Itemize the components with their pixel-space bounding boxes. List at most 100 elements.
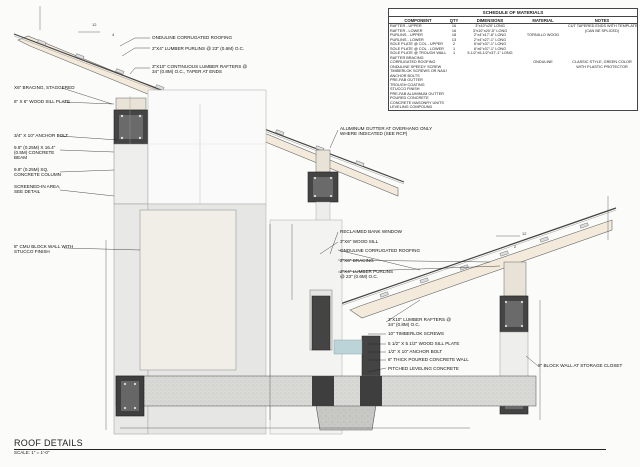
schedule-cell: 3"x10"x20' LONG (475, 24, 505, 29)
schedule-row: SOLE PLATE @ TROUGH WALL 1 5-1/2"x5-1/2"x3… (389, 51, 637, 56)
schedule-header-cell: QTY (447, 17, 461, 24)
schedule-cell: POURED CONCRETE (390, 96, 429, 101)
schedule-cell: PURLINS - LOWER (390, 37, 424, 42)
schedule-cell: STUCCO FINISH (390, 87, 420, 92)
label-screened-area: SCREENED-IN AREA, SEE DETAIL (14, 184, 61, 195)
label-gutter: ALUMINUM GUTTER AT OVERHANG ONLY WHERE I… (340, 126, 433, 137)
schedule-of-materials: SCHEDULE OF MATERIALS COMPONENT QTY DIME… (388, 8, 638, 111)
schedule-cell: CONCRETE MASONRY UNITS (390, 100, 444, 105)
schedule-header-cell: COMPONENT (389, 17, 447, 24)
label-block-wall-storage: 8" BLOCK WALL AT STORAGE CLOSET (538, 363, 623, 368)
lower-rafter (349, 219, 613, 319)
lower-purlins (379, 222, 589, 298)
schedule-cell: ANCHOR BOLTS (390, 73, 420, 78)
schedule-cell: TIMBERLOK SCREWS OR NAILS? (390, 69, 447, 74)
schedule-row: LEVELING COMPOUND (389, 105, 637, 110)
rebar (120, 114, 524, 410)
middle-column (307, 149, 339, 223)
label-sill-plate-lower: 5 1/2" X 5 1/2" WOOD SILL PLATE (388, 341, 460, 346)
schedule-cell: RAFTER - LOWER (390, 28, 423, 33)
schedule-row: TROUGH COATING (389, 83, 637, 88)
schedule-cell: 13 (451, 37, 457, 42)
label-poured-wall: 6" THICK POURED CONCRETE WALL (388, 357, 469, 362)
schedule-cell: (CAN BE SPLICED) (585, 28, 619, 33)
dim-4-right: 2 (514, 244, 517, 249)
schedule-table: COMPONENT QTY DIMENSIONS MATERIAL NOTES … (389, 17, 637, 110)
label-onduline-lower: ONDULINE CORRUGATED ROOFING (340, 248, 421, 253)
dimension-lines (39, 6, 609, 430)
schedule-cell: RAFTER - UPPER (390, 24, 422, 29)
dim-4-top: 4 (112, 32, 115, 37)
label-rafters-lower: 3"X10" LUMBER RAFTERS @ 34" (0.8M) O.C. (388, 317, 452, 328)
label-sill-plate-6x6: 6" X 6" WOOD SILL PLATE (14, 99, 71, 104)
schedule-cell: 6"x6"x37'-1" LONG (473, 42, 507, 47)
label-purlins-top: 2"X4" LUMBER PURLINS @ 23" (0.6M) O.C. (152, 46, 245, 51)
schedule-row: PRE-FAB ALUMINUM GUTTER (389, 92, 637, 97)
schedule-cell: PRE-FAB ALUMINUM GUTTER (390, 91, 445, 96)
schedule-header-cell: NOTES (567, 17, 637, 24)
floor-slab (115, 375, 537, 417)
schedule-cell: 3"x10"x20'-5" LONG (472, 28, 508, 33)
schedule-row: TIMBERLOK SCREWS OR NAILS? (389, 69, 637, 74)
sheet-title: ROOF DETAILS (14, 438, 83, 448)
schedule-row: POURED CONCRETE (389, 96, 637, 101)
schedule-row: STUCCO FINISH (389, 87, 637, 92)
label-anchor-bolt-lower: 1/2" X 10" ANCHOR BOLT (388, 349, 443, 354)
schedule-cell: ONDULINE (533, 60, 553, 65)
schedule-header-cell: DIMENSIONS (461, 17, 519, 24)
leader-lines (59, 37, 539, 373)
schedule-row: RAFTER BRACING (389, 56, 637, 61)
label-timberlok: 10" TIMBERLOK SCREWS (388, 331, 444, 336)
schedule-row: PURLINS - LOWER 13 2"x4"x27'-1" LONG (389, 38, 637, 43)
label-leveling: PITCHED LEVELING CONCRETE (388, 366, 459, 371)
schedule-cell (519, 105, 567, 110)
schedule-cell: TORNILLO WOOD (526, 33, 560, 38)
schedule-cell: SOLE PLATE @ COL - LOWER (390, 46, 444, 51)
label-cmu-wall: 8" CMU BLOCK WALL WITH STUCCO FINISH (14, 244, 74, 255)
schedule-cell: 6"x6"x37'-1" LONG (473, 46, 507, 51)
sheet-scale: SCALE: 1" = 1'-0" (14, 450, 50, 455)
schedule-cell: SOLE PLATE @ TROUGH WALL (390, 51, 447, 56)
schedule-cell: 1 (452, 46, 456, 51)
lower-roof (339, 207, 617, 319)
dim-12-right: 12 (522, 231, 527, 236)
schedule-cell: ONDULINE SPEEDY SCREW (390, 64, 442, 69)
schedule-cell: 2"x4"x17'-6" LONG (473, 33, 507, 38)
schedule-cell (461, 105, 519, 110)
schedule-cell (447, 105, 461, 110)
title-rule (14, 449, 606, 450)
schedule-cell: PURLINS - UPPER (390, 33, 423, 38)
schedule-cell: 18 (451, 33, 457, 38)
label-purlins-lower: 2"X4" LUMBER PURLINS @ 23" (0.6M) O.C. (340, 269, 394, 280)
schedule-cell: WITH PLASTIC PROTECTOR (576, 64, 628, 69)
label-concrete-column: 9.8" (0.25M) SQ. CONCRETE COLUMN (14, 167, 61, 178)
schedule-cell: 2 (452, 42, 456, 47)
schedule-row: PRE-FAB GUTTER (389, 78, 637, 83)
schedule-header-cell: MATERIAL (519, 17, 567, 24)
schedule-cell: 5-1/2"x5-1/2"x37'-1" LONG (467, 51, 513, 56)
schedule-cell: RAFTER BRACING (390, 55, 424, 60)
label-sill-3x6: 3"X6" WOOD SILL (340, 239, 379, 244)
schedule-row: CONCRETE MASONRY UNITS (389, 101, 637, 106)
schedule-cell: 2"x4"x27'-1" LONG (473, 37, 507, 42)
dim-12-top: 12 (92, 22, 97, 27)
label-anchor-bolt: 3/4" X 10" ANCHOR BOLT (14, 133, 69, 138)
schedule-header-row: COMPONENT QTY DIMENSIONS MATERIAL NOTES (389, 17, 637, 24)
schedule-cell: LEVELING COMPOUND (390, 105, 433, 110)
schedule-cell: CLASSIC STYLE, GREEN COLOR (572, 60, 632, 65)
schedule-cell: CUT TAPERED ENDS WITH TEMPLATE (568, 24, 637, 29)
schedule-cell: TROUGH COATING (390, 82, 425, 87)
schedule-row: ONDULINE SPEEDY SCREW WITH PLASTIC PROTEC… (389, 65, 637, 70)
label-bracing-2x6: 2"X6" BRACING (340, 258, 374, 263)
label-onduline-top: ONDULINE CORRUGATED ROOFING (152, 35, 233, 40)
label-bracing-staggered: x6" BRACING, STAGGERED (14, 85, 75, 90)
schedule-row: SOLE PLATE @ COL - LOWER 1 6"x6"x37'-1" LO… (389, 47, 637, 52)
schedule-row: ANCHOR BOLTS (389, 74, 637, 79)
schedule-cell: 1 (452, 51, 456, 56)
